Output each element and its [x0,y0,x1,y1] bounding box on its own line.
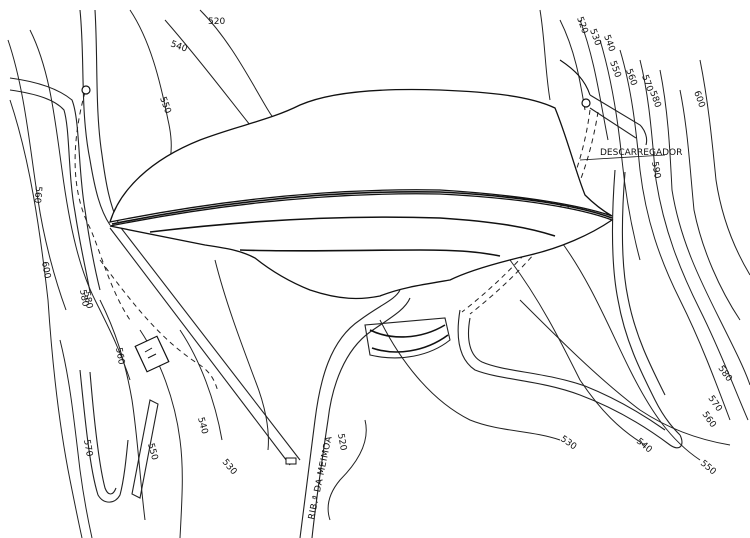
contour-580-west [29,29,131,381]
contour-530-south [379,319,561,441]
contour-540-south [509,259,646,446]
contour-label: 550 [157,96,172,116]
contour-520-east [539,9,551,101]
road-northeast-a [589,94,648,146]
river-bank-east [311,297,411,538]
contour-600-west [9,99,83,538]
track-northwest [74,91,131,321]
contour-label: 520 [574,16,589,36]
contour-label: 550 [145,442,159,461]
river-bank-west [299,289,401,538]
contour-520-south [327,419,367,521]
contour-560-southeast [519,299,731,446]
label-descarregador: DESCARREGADOR [600,148,682,158]
arrow-northeast [559,59,591,96]
contour-label: 530 [558,434,578,452]
contour-590-east [679,89,741,321]
dam [109,88,614,300]
contour-label: 560 [113,347,126,366]
stilling-basin-a [369,324,446,338]
road-southwest-hairpin-a [79,369,129,503]
dam-crest-line-2 [149,216,556,237]
river [299,289,451,538]
road-east-a [611,169,681,436]
spillway-pointer-line [579,154,666,161]
contour-580-east [659,69,750,386]
contour-label: 530 [220,458,239,478]
contour-560-east [619,49,731,421]
track-west-house [99,259,219,393]
contour-530-mid [214,259,269,451]
contour-550-south [559,239,701,461]
contour-520-north [199,9,291,127]
contour-label: 520 [335,433,348,452]
stilling-basin-b [371,334,449,353]
contour-550-west [129,9,172,181]
contour-label: 520 [208,17,225,27]
contour-590-west [7,39,67,311]
survey-point-east [581,98,591,108]
contour-550-east [599,39,641,261]
contour-570-west [59,339,93,538]
contour-label: 600 [39,261,52,280]
roads [9,9,683,503]
survey-point-west [81,85,91,95]
road-southwest-spur [131,399,159,499]
contour-label: 580 [647,90,662,110]
road-southwest-hairpin-b [89,371,117,495]
road-northwest-b [94,9,119,223]
contour-lines [7,9,750,538]
dam-embankment-downstream [109,193,614,300]
contour-540-mid [179,329,223,441]
contour-label: 580 [81,291,94,310]
contour-label: 600 [691,90,706,110]
contour-label: 540 [169,39,189,54]
dam-toe-line [239,249,501,257]
contour-label: 560 [31,186,42,204]
road-diagonal-a [109,227,291,466]
contour-540-east [579,19,609,141]
road-diagonal-b [117,223,301,461]
contour-label: 560 [623,68,638,88]
road-northeast-b [589,107,637,139]
structures [81,59,666,465]
road-northwest-a [79,9,111,226]
road-southeast-loop-b [467,317,666,431]
dam-crest-line-1 [111,190,613,225]
contour-label: 530 [587,28,602,48]
power-house [134,335,170,373]
contour-label: 580 [77,289,90,308]
dam-reservoir-upstream [109,88,613,223]
road-east-b [621,171,666,396]
contour-label: 570 [81,439,94,458]
outlet-structure [285,457,297,465]
contour-560-west [99,299,146,521]
contour-label: 590 [649,161,662,180]
road-west-a [9,77,101,291]
contour-label: 540 [634,437,654,456]
road-west-b [9,89,91,293]
road-southeast-loop-a [457,309,683,449]
contour-600-east [699,59,750,276]
stilling-basin-outline [364,317,451,359]
contour-570-east [639,59,749,421]
contour-label: 550 [698,459,718,478]
contour-label: 540 [195,416,209,435]
contour-label: 580 [716,364,734,384]
